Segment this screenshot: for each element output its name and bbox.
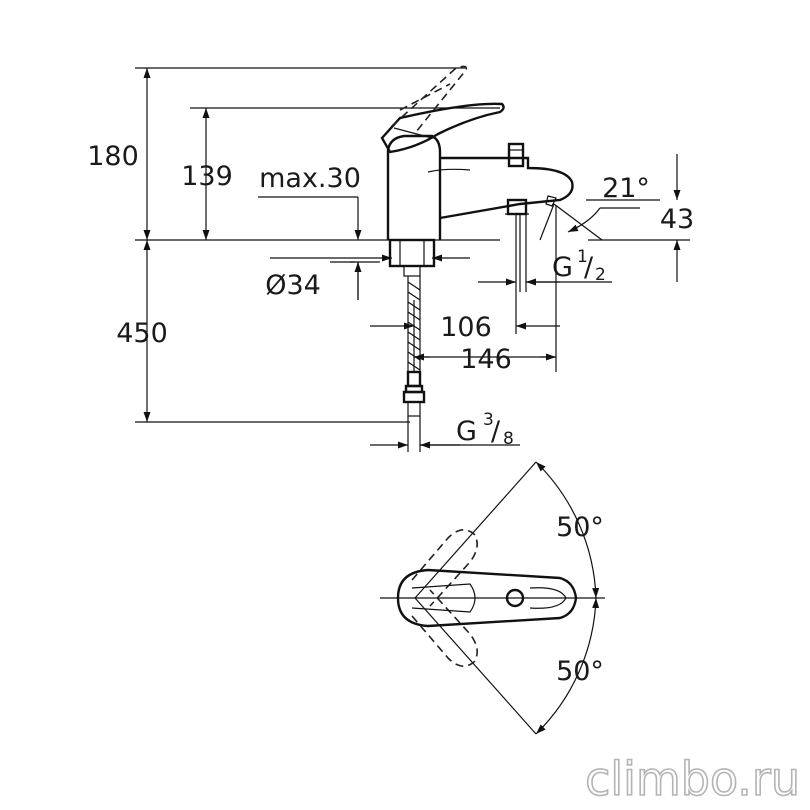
dimension-180: 180: [87, 67, 465, 240]
dim-label-106: 106: [440, 312, 492, 343]
diverter-top: [505, 588, 525, 608]
side-view: 180 139 max.30 Ø34: [87, 65, 694, 452]
thread-hose-denominator: 8: [503, 429, 514, 449]
watermark: climbo.ru: [585, 752, 800, 806]
thread-spout-slash: /: [584, 252, 594, 283]
thread-hose-g: G: [456, 416, 477, 447]
thread-spout-numerator: 1: [577, 247, 588, 267]
thread-spout-denominator: 2: [595, 265, 606, 285]
thread-spout: G 1 / 2: [478, 214, 612, 292]
dim-label-139: 139: [181, 161, 233, 192]
dim-label-43: 43: [660, 204, 694, 235]
dim-label-146: 146: [460, 344, 512, 375]
dimension-146: 146: [413, 206, 557, 375]
handle-rotated-left: [411, 529, 478, 607]
faucet-body: [380, 65, 574, 417]
dim-label-50deg-bottom: 50°: [556, 656, 604, 687]
dimension-106: 106: [370, 292, 560, 343]
thread-hose-numerator: 3: [483, 410, 494, 430]
dim-label-50deg-top: 50°: [556, 512, 604, 543]
dimension-450: 450: [116, 240, 410, 423]
thread-hose-slash: /: [491, 416, 501, 447]
dimension-max30: max.30: [258, 163, 380, 300]
dim-label-21deg: 21°: [602, 173, 650, 204]
dimension-43: 43: [586, 154, 694, 282]
dimension-angle-21: 21°: [539, 173, 650, 241]
dim-label-max30: max.30: [259, 163, 361, 194]
dim-label-450: 450: [116, 318, 168, 349]
top-view: 50° 50°: [380, 461, 605, 735]
thread-hose: G 3 / 8: [370, 410, 520, 452]
dim-label-180: 180: [87, 141, 139, 172]
dim-label-dia34: Ø34: [265, 270, 321, 301]
dimension-dia34: Ø34: [265, 254, 470, 301]
handle-rotated-right: [411, 589, 478, 667]
thread-spout-g: G: [552, 252, 573, 283]
